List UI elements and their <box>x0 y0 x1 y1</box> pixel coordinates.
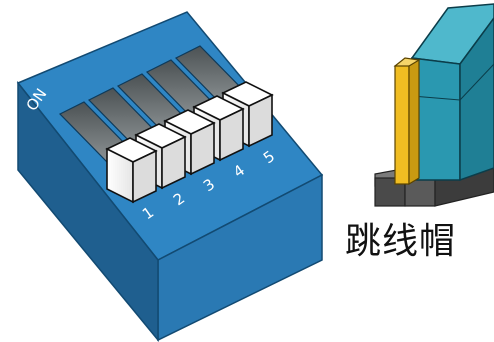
switch-1-knob-side <box>132 149 157 204</box>
dip-switch: ON <box>16 11 324 342</box>
dip-switch-side-face <box>17 80 159 342</box>
jumper-cap-ridge-side <box>459 63 494 101</box>
switch-2-knob-side <box>161 135 186 190</box>
jumper-pin-front <box>394 65 410 185</box>
jumper-pin-side <box>408 58 420 186</box>
jumper <box>374 3 494 207</box>
jumper-caption: 跳线帽 <box>345 221 457 262</box>
switch-1[interactable] <box>58 101 158 204</box>
switch-5-knob-side <box>248 93 273 148</box>
jumper-cap-ridge <box>411 95 461 101</box>
switch-4-knob-side <box>219 107 244 162</box>
switch-3-knob-side <box>190 121 215 176</box>
jumper-cap-side <box>459 16 494 182</box>
